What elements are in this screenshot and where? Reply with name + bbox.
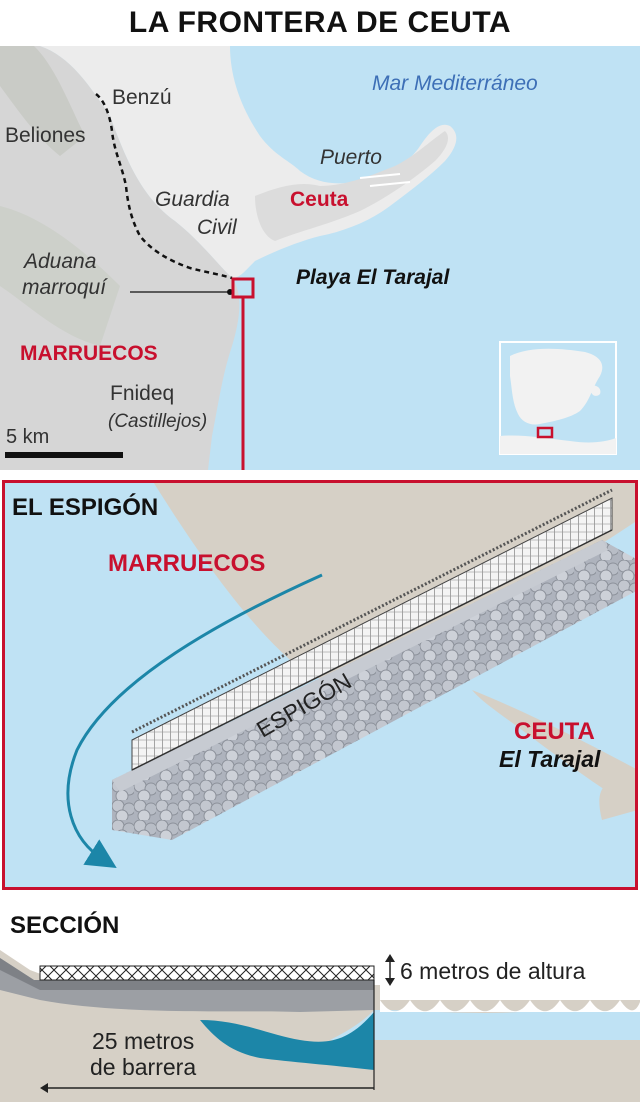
place-marroqui: marroquí [22, 276, 107, 299]
detail-ceuta: CEUTA [514, 718, 595, 745]
ceuta-land [40, 46, 457, 278]
detail-panel: EL ESPIGÓN MARRUECOS ESPIGÓN CEUTA El Ta… [2, 480, 638, 890]
section-title: SECCIÓN [10, 912, 120, 939]
inset-map [499, 341, 617, 455]
height-label: 6 metros de altura [400, 958, 586, 984]
place-playa: Playa El Tarajal [296, 266, 450, 289]
section-fence [39, 965, 375, 981]
place-beliones: Beliones [5, 124, 86, 147]
place-aduana: Aduana [24, 250, 97, 273]
border-line [95, 93, 233, 280]
map-canvas [0, 46, 640, 470]
length-label-2: de barrera [90, 1054, 197, 1080]
section-diagram: 6 metros de altura 25 metros de barrera [0, 940, 640, 1102]
length-label-1: 25 metros [92, 1028, 195, 1054]
scale-label: 5 km [6, 426, 50, 448]
flow-arrow [66, 573, 323, 868]
detail-tarajal: El Tarajal [499, 746, 601, 772]
detail-marruecos: MARRUECOS [108, 550, 266, 577]
section-water [330, 1010, 640, 1040]
place-fnideq: Fnideq [110, 382, 175, 405]
place-puerto: Puerto [320, 146, 382, 169]
breakwater-rocks [112, 540, 638, 840]
detail-frame [2, 480, 638, 890]
place-ceuta: Ceuta [290, 188, 349, 211]
ceuta-sand [472, 690, 638, 810]
section-canvas [0, 950, 640, 1102]
place-benzu: Benzú [112, 86, 172, 109]
detail-title: EL ESPIGÓN [12, 494, 159, 521]
location-map: Mar Mediterráneo Benzú Beliones Puerto G… [0, 46, 640, 470]
morocco-sand [152, 480, 638, 681]
scale-bar [5, 452, 123, 458]
page-title: LA FRONTERA DE CEUTA [128, 6, 512, 39]
detail-canvas [2, 480, 638, 890]
place-civil: Civil [197, 216, 237, 239]
sea-label: Mar Mediterráneo [372, 72, 538, 95]
place-marruecos: MARRUECOS [20, 342, 158, 365]
place-castillejos: (Castillejos) [108, 411, 208, 432]
place-guardia: Guardia [155, 188, 230, 211]
